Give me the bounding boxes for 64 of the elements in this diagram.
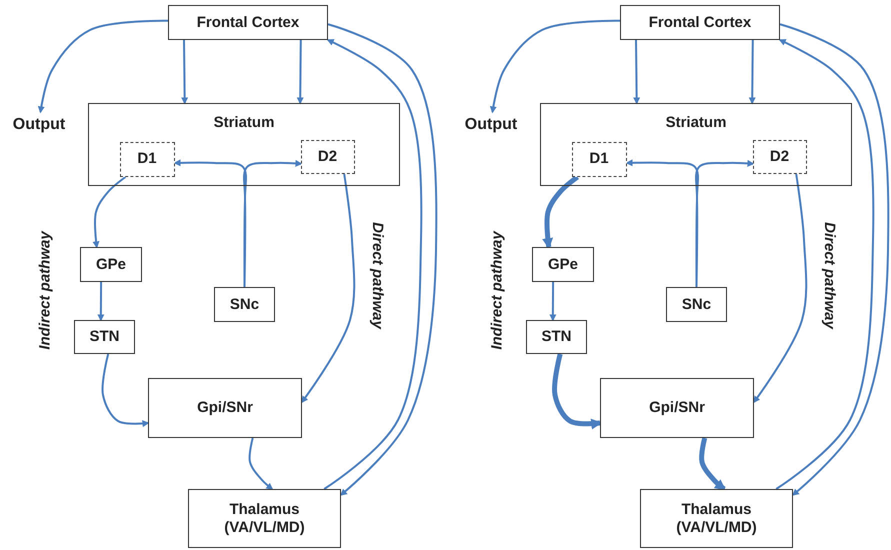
region-name: SNc <box>230 296 260 314</box>
region-name: Frontal Cortex <box>196 14 300 32</box>
region-box <box>188 489 341 548</box>
region-box <box>620 5 780 40</box>
arrow <box>97 282 104 322</box>
region-name: STN <box>542 328 572 346</box>
arrow <box>324 39 422 490</box>
region-name: Striatum <box>212 114 276 132</box>
region-box <box>74 320 135 354</box>
receptor-box <box>752 140 806 174</box>
region-box <box>80 247 142 282</box>
arrow <box>243 160 302 287</box>
arrow <box>549 282 556 322</box>
arrow <box>753 174 808 404</box>
region-name: Frontal Cortex <box>648 14 752 32</box>
region-name: Thalamus (VA/VL/MD) <box>223 500 306 536</box>
pathway-label: Direct pathway <box>820 222 838 328</box>
arrow <box>542 175 579 250</box>
arrow <box>780 23 890 496</box>
arrow <box>328 23 438 496</box>
arrow <box>776 39 874 490</box>
receptor-box <box>120 142 174 176</box>
region-name: STN <box>90 328 120 346</box>
striatum-box <box>540 103 852 186</box>
region-name: Gpi/SNr <box>197 399 253 417</box>
arrow <box>296 40 304 104</box>
pathway-label: Indirect pathway <box>36 230 54 350</box>
region-name: Gpi/SNr <box>649 399 705 417</box>
region-box <box>526 320 587 354</box>
pathway-label: Direct pathway <box>368 222 386 328</box>
arrow <box>248 438 274 490</box>
arrow <box>92 176 126 248</box>
region-box <box>168 5 328 40</box>
output-label: Output <box>12 115 66 135</box>
region-box <box>666 287 727 322</box>
region-name: Thalamus (VA/VL/MD) <box>675 500 758 536</box>
region-name: D1 <box>137 150 157 168</box>
arrow <box>552 353 602 430</box>
arrow <box>695 160 754 287</box>
arrow <box>102 354 150 428</box>
region-box <box>600 378 754 438</box>
receptor-box <box>572 142 626 176</box>
pathway-label: Indirect pathway <box>488 230 506 350</box>
arrow <box>490 20 620 114</box>
region-box <box>214 287 275 322</box>
output-label: Output <box>464 115 518 135</box>
arrow <box>38 20 168 114</box>
region-name: GPe <box>548 256 578 274</box>
region-box <box>148 378 302 438</box>
region-name: D2 <box>770 148 790 166</box>
region-name: D1 <box>589 150 609 168</box>
region-name: D2 <box>318 148 338 166</box>
arrow <box>181 40 188 104</box>
region-name: Striatum <box>664 114 728 132</box>
striatum-box <box>88 103 400 186</box>
arrow <box>633 40 640 104</box>
region-box <box>532 247 594 282</box>
region-box <box>640 489 793 548</box>
arrow <box>699 437 726 491</box>
region-name: GPe <box>96 256 126 274</box>
region-name: SNc <box>682 296 712 314</box>
arrow <box>301 174 356 404</box>
arrow <box>748 40 756 104</box>
receptor-box <box>300 140 354 174</box>
